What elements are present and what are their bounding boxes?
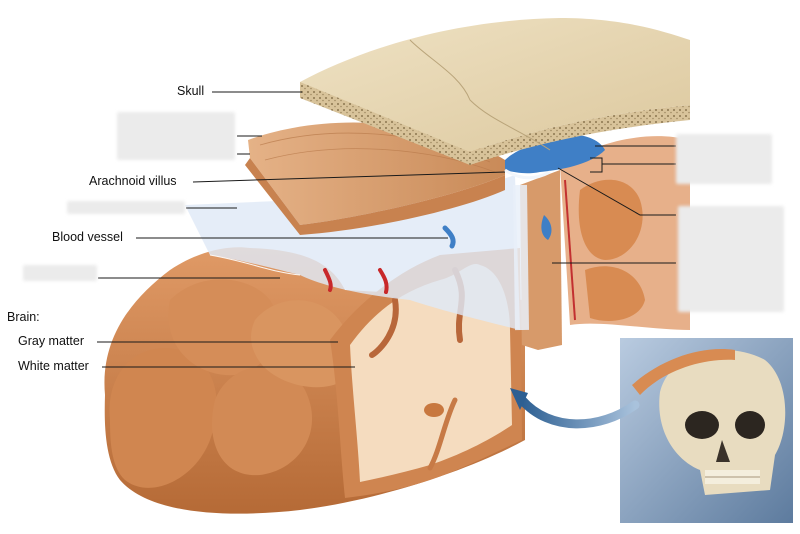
cut-face-white-matter xyxy=(350,263,512,482)
blood-vessel-2 xyxy=(378,268,389,294)
inferior-sagittal-sinus xyxy=(541,215,552,240)
right-upper-label-mask xyxy=(676,134,772,184)
blood-vessels xyxy=(323,225,456,294)
label-arachnoid-villus: Arachnoid villus xyxy=(89,174,177,188)
sulcus-3 xyxy=(427,397,458,471)
label-white-matter: White matter xyxy=(18,359,89,373)
skull-diploe-front xyxy=(300,82,470,165)
gyrus-2 xyxy=(168,279,278,376)
dura-mater-label-mask xyxy=(117,112,235,160)
gyrus-1 xyxy=(109,348,217,488)
arachnoid-mater-label-mask xyxy=(67,201,185,214)
label-blood-vessel: Blood vessel xyxy=(52,230,123,244)
skull-cranium xyxy=(659,350,786,495)
skull-nasal-cavity xyxy=(716,440,730,462)
right-vessel xyxy=(564,179,576,321)
blood-vessel-1 xyxy=(323,268,333,292)
sulcus-1 xyxy=(369,297,399,358)
label-skull: Skull xyxy=(177,84,205,98)
skull-right-orbit xyxy=(735,411,765,439)
arachnoid-falx-layer xyxy=(513,184,529,331)
right-gyrus-2 xyxy=(585,266,645,321)
blood-vessel-3 xyxy=(442,225,456,249)
right-gyrus-1 xyxy=(578,179,643,260)
superior-sagittal-sinus xyxy=(505,134,605,174)
falx-cerebri xyxy=(520,170,562,350)
leader-lines xyxy=(97,91,676,368)
skull-diploe-side xyxy=(470,105,690,165)
arachnoid-mater-sheet xyxy=(185,175,520,330)
skull-inset-section xyxy=(632,349,735,395)
skull-outer-table xyxy=(300,18,690,152)
arachnoid-villus xyxy=(504,168,551,180)
label-brain: Brain: xyxy=(7,310,40,324)
gray-island xyxy=(424,403,444,417)
gyrus-3 xyxy=(212,366,313,476)
gyrus-4 xyxy=(250,300,345,388)
skull-suture xyxy=(409,39,551,151)
leader-arachnoid-villus xyxy=(192,171,506,183)
pointer-arrow-head xyxy=(510,388,528,410)
label-gray-matter: Gray matter xyxy=(18,334,84,348)
arachnoid-trabeculae xyxy=(209,254,301,276)
brain-block xyxy=(104,247,526,514)
right-hemisphere xyxy=(560,136,690,330)
right-lower-label-mask xyxy=(678,206,784,312)
skull-bone xyxy=(300,18,690,165)
dura-meningeal-layer xyxy=(245,158,505,235)
skull-inset xyxy=(620,338,793,523)
leader-right-3 xyxy=(557,167,676,216)
skull-left-orbit xyxy=(685,411,719,439)
pointer-arrow-shaft xyxy=(517,395,640,429)
leader-right-bracket xyxy=(590,157,603,173)
pia-mater-label-mask xyxy=(23,265,97,281)
